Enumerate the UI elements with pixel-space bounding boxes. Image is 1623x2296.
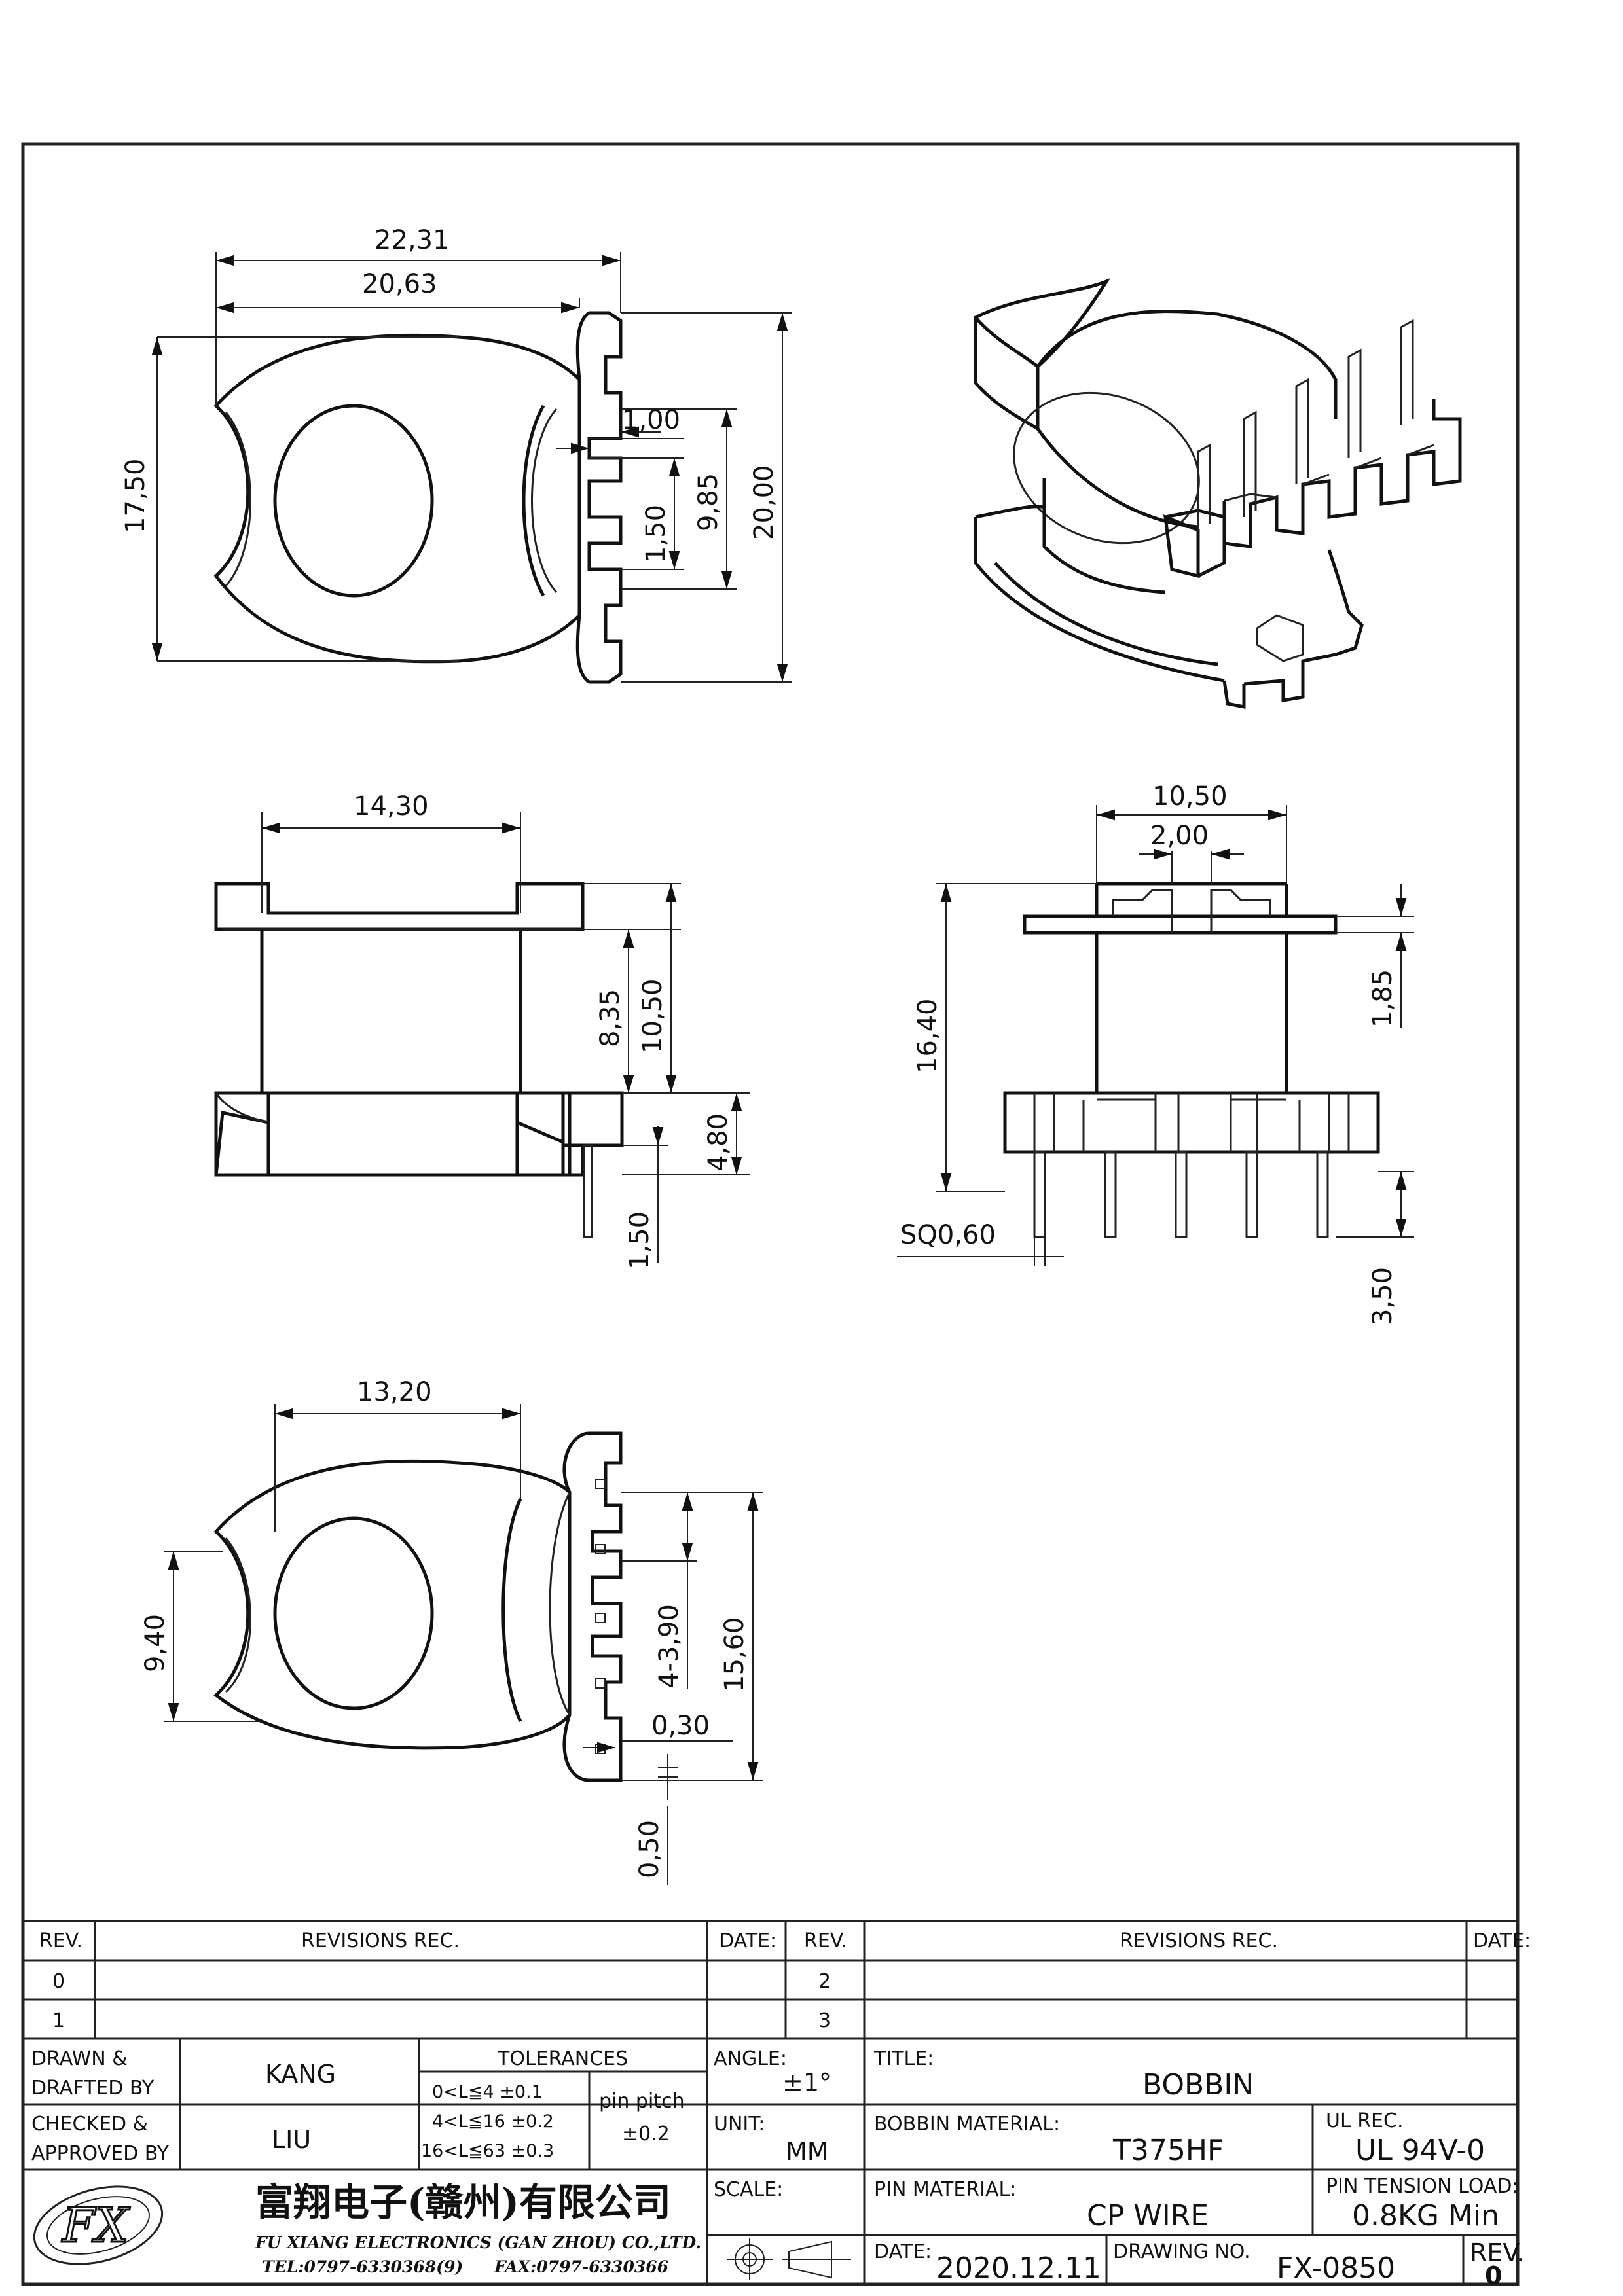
rev-label: REV.: [1470, 2238, 1525, 2267]
angle-label: ANGLE:: [714, 2047, 787, 2070]
projection-symbol: [727, 2238, 851, 2280]
dim-top-width-body: 20,63: [362, 269, 437, 299]
rev-value: 0: [1485, 2261, 1502, 2290]
dim-top-width-total: 22,31: [374, 225, 450, 255]
rev-row-2: 2: [818, 1970, 831, 1993]
angle-value: ±1°: [782, 2068, 831, 2097]
dim-bottom-rib: 0,50: [634, 1820, 665, 1878]
revisions-header-left: REVISIONS REC.: [301, 1929, 460, 1952]
isometric-view: [973, 278, 1462, 709]
dim-top-pin-pitch: 1,50: [641, 505, 671, 563]
date-header-left: DATE:: [719, 1929, 776, 1952]
pin-pitch-label: pin pitch: [599, 2090, 685, 2113]
unit-value: MM: [786, 2137, 829, 2166]
drawing-no-value: FX-0850: [1277, 2251, 1395, 2285]
side-view: 10,50 2,00 16,40 1,85 SQ0,60 3,50: [897, 781, 1414, 1325]
dim-front-pin: 1,50: [625, 1211, 655, 1270]
pin-pitch-value: ±0.2: [622, 2123, 670, 2145]
rev-header-right: REV.: [804, 1929, 847, 1952]
unit-label: UNIT:: [714, 2113, 765, 2136]
pin-tension-label: PIN TENSION LOAD:: [1326, 2175, 1519, 2198]
tolerance-3: 16<L≦63 ±0.3: [421, 2141, 554, 2161]
checked-label-1: CHECKED &: [31, 2113, 148, 2136]
company-logo: FX: [33, 2185, 164, 2265]
company-tel: TEL:0797-6330368(9): [262, 2257, 463, 2276]
date-label: DATE:: [874, 2240, 932, 2263]
rev-row-1: 1: [52, 2009, 65, 2032]
sheet-border: [21, 142, 1520, 2286]
checked-by: LIU: [272, 2125, 311, 2154]
rev-row-3: 3: [818, 2009, 831, 2032]
scale-label: SCALE:: [714, 2178, 783, 2201]
dim-top-slot: 1,00: [622, 405, 680, 435]
tolerance-2: 4<L≦16 ±0.2: [432, 2111, 554, 2132]
dim-bottom-window: 9,40: [140, 1614, 170, 1672]
dim-bottom-hole: 0,30: [651, 1711, 710, 1741]
pin-material-value: CP WIRE: [1087, 2199, 1209, 2233]
checked-label-2: APPROVED BY: [31, 2142, 170, 2165]
dim-top-pin-span: 9,85: [693, 473, 723, 531]
date-header-right: DATE:: [1473, 1929, 1531, 1952]
bobbin-material-label: BOBBIN MATERIAL:: [874, 2113, 1060, 2136]
dim-front-base: 4,80: [703, 1113, 733, 1172]
rev-row-0: 0: [52, 1970, 65, 1993]
dim-side-width: 10,50: [1152, 781, 1228, 812]
title-block: REV. REVISIONS REC. DATE: REV. REVISIONS…: [23, 1920, 1531, 2290]
tolerance-1: 0<L≦4 ±0.1: [432, 2082, 543, 2102]
title-label: TITLE:: [873, 2047, 934, 2070]
dim-side-gap: 2,00: [1150, 821, 1209, 851]
company-fax: FAX:0797-6330366: [494, 2257, 668, 2276]
drawing-no-label: DRAWING NO.: [1113, 2240, 1250, 2263]
dim-bottom-pitch: 4-3,90: [654, 1604, 684, 1689]
drawn-by: KANG: [265, 2060, 336, 2089]
dim-side-pin-length: 3,50: [1368, 1267, 1398, 1325]
tolerances-header: TOLERANCES: [497, 2047, 628, 2070]
ul-value: UL 94V-0: [1355, 2134, 1485, 2167]
drawn-label-1: DRAWN &: [31, 2047, 128, 2070]
drawn-label-2: DRAFTED BY: [31, 2077, 155, 2100]
pin-tension-value: 0.8KG Min: [1352, 2199, 1499, 2233]
bottom-view: 13,20 9,40 15,60 4-3,90 0,30 0,50: [140, 1377, 763, 1885]
bobbin-material-value: T375HF: [1112, 2134, 1224, 2167]
dim-bottom-core: 13,20: [357, 1377, 432, 1407]
company-name-en: FU XIANG ELECTRONICS (GAN ZHOU) CO.,LTD.: [255, 2233, 701, 2252]
dim-front-height: 10,50: [638, 978, 668, 1054]
company-name-cn: 富翔电子(赣州)有限公司: [255, 2180, 671, 2225]
dim-side-height: 16,40: [913, 998, 943, 1073]
top-view: 22,31 20,63 17,50 20,00 9,85 1,00 1,50: [120, 225, 792, 684]
dim-bottom-length: 15,60: [720, 1617, 750, 1692]
dim-front-winding: 8,35: [595, 989, 625, 1047]
title-value: BOBBIN: [1142, 2068, 1254, 2102]
front-view: 14,30 8,35 10,50 4,80 1,50: [214, 791, 750, 1270]
dim-side-pin-sq: SQ0,60: [900, 1220, 996, 1250]
dim-front-core: 14,30: [354, 791, 429, 821]
revisions-header-right: REVISIONS REC.: [1120, 1929, 1278, 1952]
rev-header-left: REV.: [39, 1929, 82, 1952]
dim-top-height-body: 17,50: [120, 458, 151, 533]
dim-top-height-total: 20,00: [749, 465, 779, 540]
ul-label: UL REC.: [1326, 2109, 1404, 2132]
date-value: 2020.12.11: [936, 2251, 1101, 2285]
pin-material-label: PIN MATERIAL:: [874, 2178, 1016, 2201]
dim-side-flange: 1,85: [1368, 969, 1398, 1028]
logo-text: FX: [61, 2198, 130, 2253]
